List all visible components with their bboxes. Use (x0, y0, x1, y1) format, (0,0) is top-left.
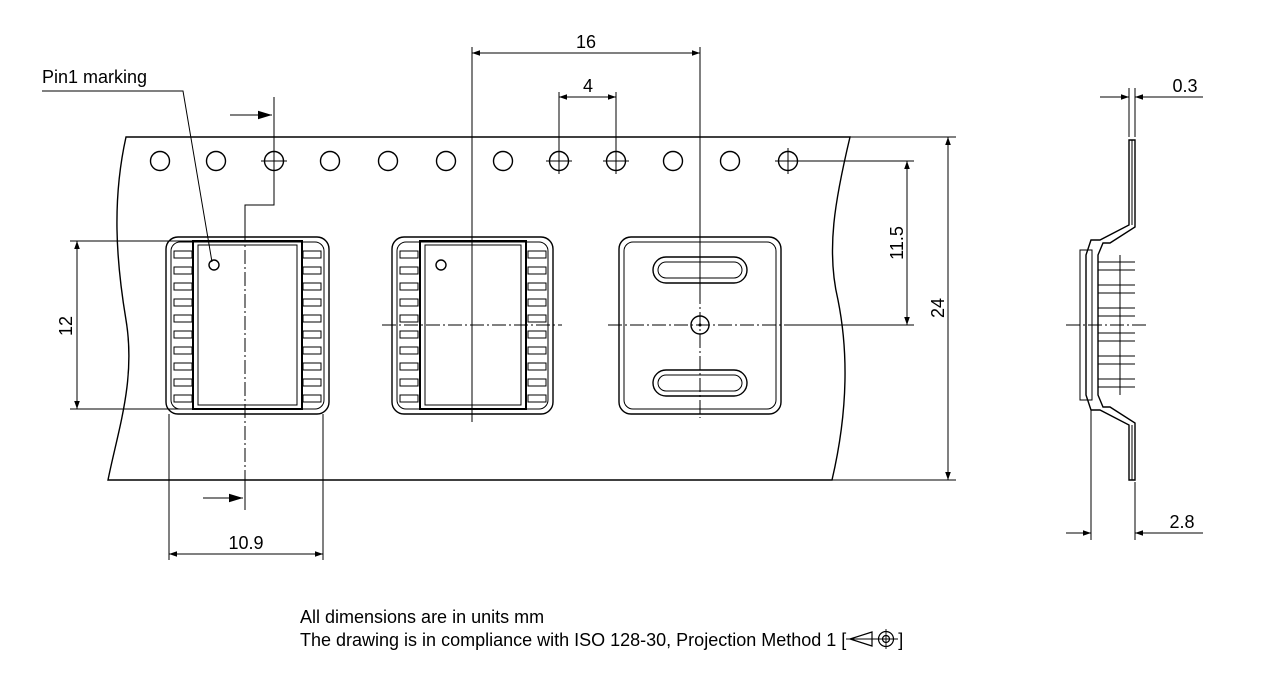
projection-note: The drawing is in compliance with ISO 12… (300, 629, 903, 652)
pocket-1-with-component (165, 228, 330, 470)
first-angle-projection-icon (846, 629, 899, 649)
dimension-24: 24 (832, 136, 956, 481)
dim-4-label: 4 (583, 76, 593, 96)
pin1-marking-label: Pin1 marking (42, 67, 147, 87)
dim-10-9-label: 10.9 (228, 533, 263, 553)
dimension-11-5: 11.5 (792, 160, 914, 326)
dimension-4: 4 (558, 76, 617, 150)
sprocket-holes (149, 148, 801, 174)
dim-2-8-label: 2.8 (1169, 512, 1194, 532)
section-cut-line (203, 97, 275, 510)
projection-note-suffix: ] (898, 630, 904, 650)
dim-12-label: 12 (56, 316, 76, 336)
dimension-12: 12 (56, 240, 193, 410)
pin1-marking-dot (208, 259, 220, 271)
dimension-2-8: 2.8 (1066, 410, 1203, 540)
projection-note-prefix: The drawing is in compliance with ISO 12… (300, 630, 847, 650)
carrier-tape-outline (107, 136, 851, 481)
dimension-10-9: 10.9 (168, 414, 324, 560)
dim-11-5-label: 11.5 (887, 226, 907, 260)
units-note: All dimensions are in units mm (300, 607, 545, 627)
dimension-16: 16 (471, 32, 701, 422)
drawing-notes: All dimensions are in units mm The drawi… (300, 606, 903, 652)
dim-0-3-label: 0.3 (1172, 76, 1197, 96)
dimension-0-3: 0.3 (1100, 76, 1203, 137)
dim-16-label: 16 (576, 32, 596, 52)
side-view-section (1066, 139, 1148, 481)
dim-24-label: 24 (928, 298, 948, 318)
